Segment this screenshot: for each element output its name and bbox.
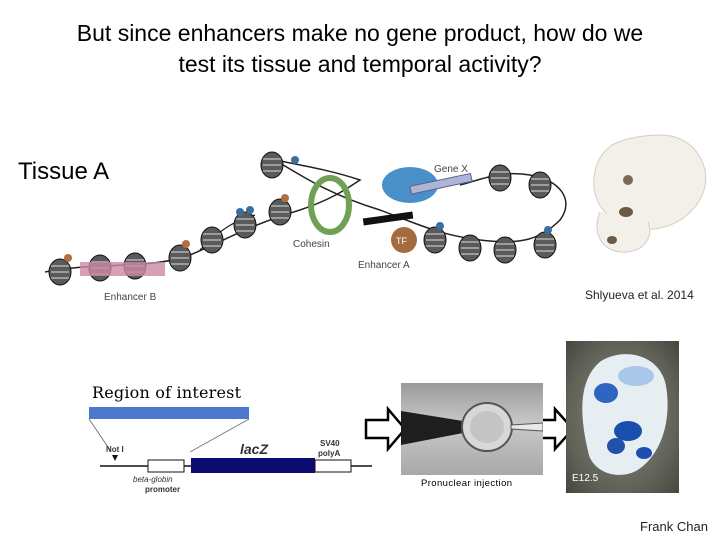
- sv40-label: SV40: [320, 439, 340, 448]
- gene-x-element: [409, 172, 473, 195]
- tf-label: TF: [396, 236, 407, 246]
- lacz-box: [191, 458, 315, 473]
- enhancer-b-region: [80, 262, 165, 276]
- promoter-label: promoter: [145, 485, 180, 494]
- nucleosome: [268, 198, 292, 226]
- enhancer-a-label: Enhancer A: [358, 260, 410, 271]
- tissue-label: Tissue A: [18, 158, 110, 185]
- polymerase-blob: [382, 167, 438, 203]
- title-line-1: But since enhancers make no gene product…: [76, 20, 644, 46]
- arrow-icon: [364, 405, 407, 453]
- nucleosome: [48, 258, 72, 286]
- not-i-marker: [112, 455, 118, 461]
- region-of-interest-bar: [89, 407, 249, 419]
- nucleosome: [528, 171, 552, 199]
- nucleosome: [488, 164, 512, 192]
- histone-marks: [64, 156, 552, 262]
- pronuclear-injection-photo: [401, 383, 543, 475]
- nucleosome: [423, 226, 447, 254]
- dna-strand: [44, 159, 567, 273]
- nucleosome: [200, 226, 224, 254]
- beta-globin-promoter-box: [147, 459, 185, 473]
- stained-embryo-photo: [566, 341, 679, 493]
- enhancer-b-label: Enhancer B: [104, 292, 157, 303]
- author-credit: Frank Chan: [640, 519, 708, 534]
- gene-x-label: Gene X: [434, 164, 468, 175]
- nucleosome: [168, 244, 192, 272]
- polya-label: polyA: [318, 449, 340, 458]
- nucleosome: [233, 211, 257, 239]
- title-line-2: test its tissue and temporal activity?: [178, 51, 542, 77]
- cohesin-label: Cohesin: [293, 239, 330, 250]
- nucleosome: [533, 231, 557, 259]
- stained-embryo: [582, 354, 668, 475]
- tf-blob: [391, 227, 417, 253]
- sv40-box: [314, 459, 352, 473]
- nucleosome: [458, 234, 482, 262]
- injection-label: Pronuclear injection: [421, 478, 513, 489]
- embryo-illustration: [593, 134, 707, 253]
- injection-graphic: [401, 402, 543, 452]
- lacz-label: lacZ: [240, 441, 268, 457]
- enhancer-a-element: [362, 211, 414, 226]
- region-of-interest-label: Region of interest: [92, 383, 242, 402]
- beta-globin-label: beta-globin: [133, 475, 173, 484]
- cohesin-ring: [308, 175, 352, 235]
- stage-label: E12.5: [572, 473, 599, 484]
- citation: Shlyueva et al. 2014: [585, 288, 694, 302]
- not-i-label: Not I: [106, 445, 124, 454]
- nucleosome: [493, 236, 517, 264]
- nucleosome: [260, 151, 284, 179]
- slide-title: But since enhancers make no gene product…: [0, 18, 720, 80]
